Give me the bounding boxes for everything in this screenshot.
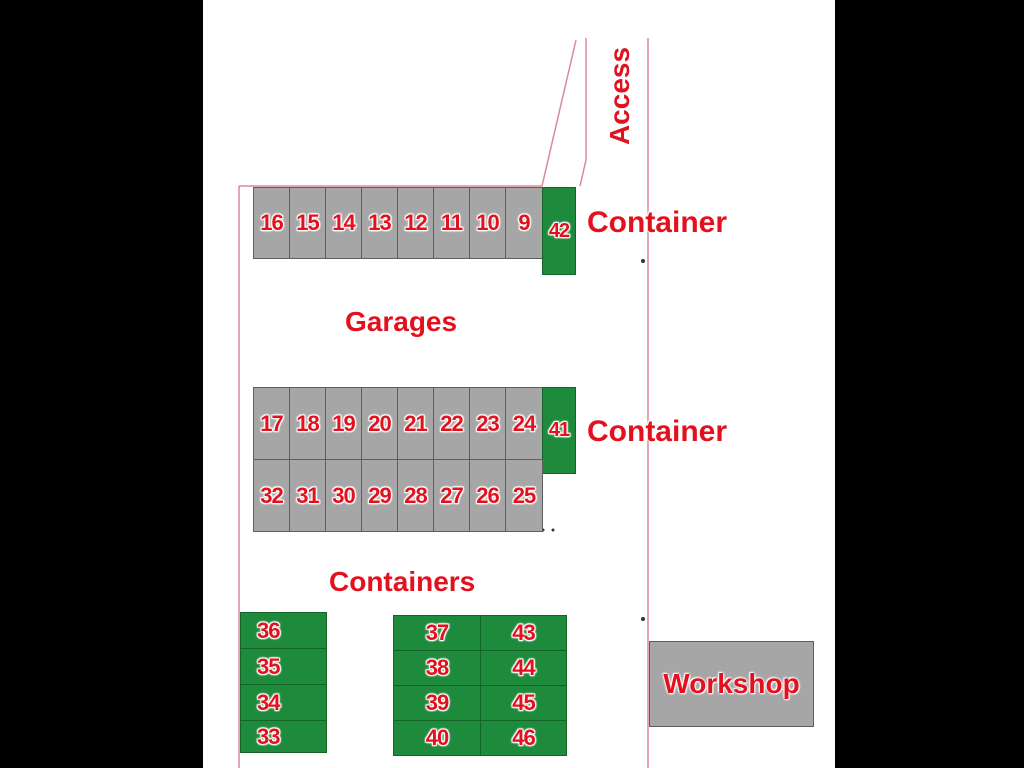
container-42: 42	[542, 187, 576, 275]
container-label-top: Container	[587, 206, 728, 239]
workshop-building: Workshop	[649, 641, 814, 727]
container-label-middle: Container	[587, 415, 728, 448]
unit-number: 46	[512, 725, 536, 750]
container-45: 45	[480, 685, 567, 721]
unit-number: 28	[404, 482, 428, 508]
garage-27: 27	[433, 459, 470, 532]
post-marker	[641, 617, 645, 621]
unit-number: 23	[476, 410, 500, 436]
unit-number: 32	[260, 482, 284, 508]
unit-number: 15	[296, 210, 320, 235]
unit-number: 9	[518, 210, 530, 235]
container-46: 46	[480, 720, 567, 756]
container-39: 39	[393, 685, 481, 721]
post-marker	[641, 259, 645, 263]
containers-label: Containers	[329, 566, 476, 597]
workshop-label: Workshop	[663, 668, 800, 699]
post-marker	[551, 528, 555, 532]
garage-11: 11	[433, 187, 470, 259]
unit-number: 45	[512, 690, 536, 715]
unit-number: 40	[425, 725, 450, 750]
garage-25: 25	[505, 459, 543, 532]
garage-31: 31	[289, 459, 326, 532]
garage-24: 24	[505, 387, 543, 460]
unit-number: 37	[425, 620, 450, 645]
boundary-line	[239, 39, 577, 187]
access-road-line	[579, 38, 587, 187]
garage-26: 26	[469, 459, 506, 532]
garage-12: 12	[397, 187, 434, 259]
garage-28: 28	[397, 459, 434, 532]
garage-16: 16	[253, 187, 290, 259]
unit-number: 14	[332, 210, 356, 235]
garage-32: 32	[253, 459, 290, 532]
garage-20: 20	[361, 387, 398, 460]
unit-number: 19	[332, 410, 356, 436]
unit-number: 36	[257, 617, 281, 643]
unit-number: 26	[476, 482, 500, 508]
unit-number: 43	[512, 620, 536, 645]
unit-number: 17	[260, 410, 284, 436]
access-label: Access	[604, 46, 636, 146]
unit-number: 35	[257, 653, 281, 679]
unit-number: 25	[512, 482, 537, 508]
container-41: 41	[542, 387, 576, 474]
unit-number: 11	[440, 210, 463, 235]
container-36: 36	[240, 612, 327, 649]
unit-number: 13	[368, 210, 392, 235]
unit-number: 41	[548, 419, 570, 441]
unit-number: 31	[296, 482, 320, 508]
garages-label: Garages	[345, 306, 458, 337]
unit-number: 20	[368, 410, 392, 436]
garage-15: 15	[289, 187, 326, 259]
garage-10: 10	[469, 187, 506, 259]
unit-number: 21	[404, 410, 428, 436]
unit-number: 27	[440, 482, 464, 508]
garage-17: 17	[253, 387, 290, 460]
unit-number: 30	[332, 482, 356, 508]
unit-number: 39	[425, 690, 450, 715]
unit-number: 42	[548, 219, 570, 242]
garage-30: 30	[325, 459, 362, 532]
container-40: 40	[393, 720, 481, 756]
unit-number: 33	[257, 723, 281, 749]
unit-number: 10	[476, 210, 500, 235]
unit-number: 22	[440, 410, 464, 436]
container-44: 44	[480, 650, 567, 686]
garage-19: 19	[325, 387, 362, 460]
garage-14: 14	[325, 187, 362, 259]
garage-23: 23	[469, 387, 506, 460]
unit-number: 29	[368, 482, 392, 508]
unit-number: 44	[512, 655, 536, 680]
container-34: 34	[240, 684, 327, 721]
container-37: 37	[393, 615, 481, 651]
garage-21: 21	[397, 387, 434, 460]
unit-number: 34	[257, 689, 281, 715]
container-43: 43	[480, 615, 567, 651]
unit-number: 12	[404, 210, 428, 235]
container-33: 33	[240, 720, 327, 753]
site-boundary-lines	[238, 38, 649, 768]
unit-number: 18	[296, 410, 320, 436]
unit-number: 38	[425, 655, 450, 680]
garage-18: 18	[289, 387, 326, 460]
site-plan: Access 16 15 14 13 12 11 10 9 42 Contain…	[203, 0, 835, 768]
container-35: 35	[240, 648, 327, 685]
garage-13: 13	[361, 187, 398, 259]
garage-22: 22	[433, 387, 470, 460]
garage-9: 9	[505, 187, 543, 259]
unit-number: 24	[512, 410, 537, 436]
garage-29: 29	[361, 459, 398, 532]
container-38: 38	[393, 650, 481, 686]
unit-number: 16	[260, 210, 284, 235]
